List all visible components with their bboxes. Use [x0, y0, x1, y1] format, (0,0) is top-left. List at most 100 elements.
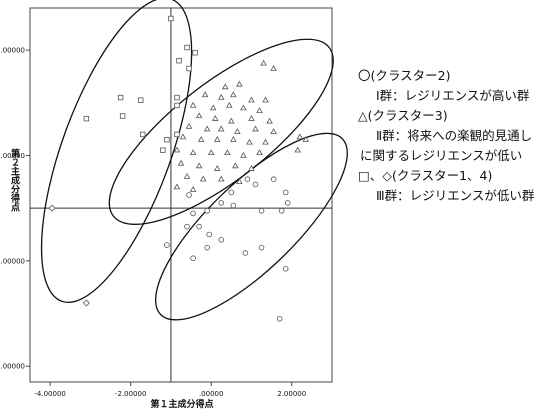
legend-item-desc-continued: に関するレジリエンスが低い	[360, 148, 523, 163]
data-point-triangle	[217, 125, 225, 132]
data-point-square	[186, 65, 192, 72]
data-point-circle	[204, 208, 210, 214]
data-point-circle	[186, 192, 192, 198]
y-tick-label: .00000	[1, 152, 26, 160]
data-point-triangle	[211, 115, 219, 121]
data-point-triangle	[195, 162, 203, 169]
data-point-triangle	[213, 136, 221, 142]
x-tick-label: 2.00000	[277, 390, 306, 398]
data-point-triangle	[294, 146, 302, 153]
data-point-triangle	[213, 165, 221, 171]
data-point-square	[174, 94, 180, 101]
data-point-circle	[278, 208, 285, 214]
data-points	[48, 15, 310, 322]
data-point-circle	[252, 181, 259, 188]
data-point-circle	[282, 189, 289, 196]
data-point-triangle	[240, 151, 247, 158]
data-point-triangle	[236, 178, 243, 185]
data-point-triangle	[179, 133, 187, 140]
data-point-square	[83, 115, 90, 122]
data-point-circle	[228, 189, 235, 196]
data-point-triangle	[207, 149, 215, 156]
data-point-triangle	[252, 125, 259, 132]
data-point-triangle	[248, 115, 255, 121]
legend-item-desc: Ⅲ群：レジリエンスが低い群	[376, 188, 535, 203]
legend-marker-circle: 〇	[358, 68, 371, 83]
data-point-triangle	[256, 107, 263, 113]
plot-border	[29, 7, 333, 383]
y-tick-label: 2.00000	[0, 47, 25, 55]
data-point-triangle	[195, 112, 203, 119]
legend-item-title: (クラスター1、4)	[391, 168, 493, 183]
data-point-square	[138, 97, 144, 103]
legend-marker-square-diamond: □、◇	[358, 168, 392, 183]
data-point-circle	[270, 176, 277, 182]
data-point-triangle	[222, 83, 229, 90]
data-point-circle	[276, 315, 283, 322]
data-point-circle	[258, 208, 265, 214]
data-point-triangle	[228, 117, 235, 124]
data-point-square	[174, 131, 180, 138]
legend-marker-triangle: △	[358, 108, 368, 123]
data-point-triangle	[270, 64, 277, 71]
data-point-triangle	[189, 149, 197, 156]
data-point-circle	[284, 200, 291, 206]
data-point-triangle	[230, 91, 237, 98]
data-point-circle	[258, 244, 265, 251]
cluster-ellipses	[40, 0, 348, 321]
data-point-circle	[164, 242, 170, 248]
data-point-triangle	[189, 186, 197, 192]
data-point-diamond	[82, 299, 90, 307]
data-point-triangle	[224, 149, 231, 156]
legend-item-cluster1-4: □、◇(クラスター1、4)	[358, 166, 543, 186]
data-point-triangle	[270, 128, 277, 134]
data-point-square	[164, 136, 170, 143]
data-point-triangle	[248, 96, 255, 103]
data-point-triangle	[203, 125, 211, 132]
x-tick-label: -2.00000	[115, 390, 146, 398]
data-point-square	[176, 57, 182, 64]
data-point-triangle	[262, 96, 269, 103]
data-point-triangle	[177, 159, 185, 166]
data-point-triangle	[230, 136, 237, 142]
data-point-square	[168, 15, 174, 22]
data-point-triangle	[197, 136, 205, 142]
x-axis-label: 第１主成分得点	[150, 398, 213, 410]
y-axis-label: 第２主成分得点	[9, 147, 21, 212]
legend: 〇(クラスター2) Ⅰ群：レジリエンスが高い群 △(クラスター3) Ⅱ群：将来へ…	[358, 66, 543, 206]
data-point-triangle	[217, 175, 225, 182]
data-point-circle	[230, 202, 237, 209]
y-tick-label: -4.00000	[0, 363, 25, 371]
data-point-circle	[184, 223, 190, 230]
x-tick-label: .00000	[199, 390, 224, 398]
data-point-triangle	[262, 138, 269, 145]
data-point-circle	[244, 176, 251, 182]
data-point-triangle	[209, 104, 217, 111]
data-point-triangle	[217, 93, 225, 100]
legend-item-desc: Ⅰ群：レジリエンスが高い群	[376, 88, 530, 103]
data-point-triangle	[226, 101, 233, 108]
data-point-circle	[190, 210, 196, 217]
data-point-triangle	[183, 172, 191, 179]
data-point-square	[192, 50, 198, 56]
plot-frame	[29, 7, 333, 383]
data-point-triangle	[232, 162, 239, 169]
data-point-triangle	[236, 80, 243, 87]
data-point-circle	[206, 231, 212, 238]
legend-item-cluster3: △(クラスター3)	[358, 106, 543, 126]
data-point-triangle	[173, 183, 181, 190]
data-point-diamond	[48, 204, 56, 212]
data-point-triangle	[248, 165, 255, 171]
data-point-triangle	[302, 136, 310, 142]
data-point-triangle	[199, 175, 207, 182]
legend-item-title: (クラスター2)	[370, 68, 451, 83]
data-point-triangle	[296, 133, 304, 140]
cluster-ellipse	[40, 0, 193, 303]
data-point-circle	[218, 236, 225, 243]
data-point-triangle	[185, 122, 193, 129]
legend-item-title: (クラスター3)	[367, 108, 448, 123]
data-point-circle	[196, 223, 202, 230]
y-tick-label: -2.00000	[0, 257, 25, 265]
